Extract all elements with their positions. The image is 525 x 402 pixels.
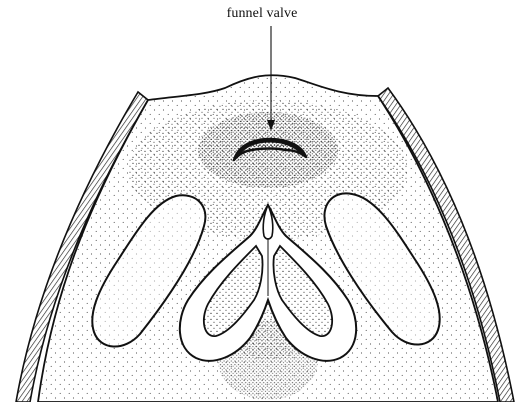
funnel-valve-label: funnel valve	[207, 6, 317, 22]
